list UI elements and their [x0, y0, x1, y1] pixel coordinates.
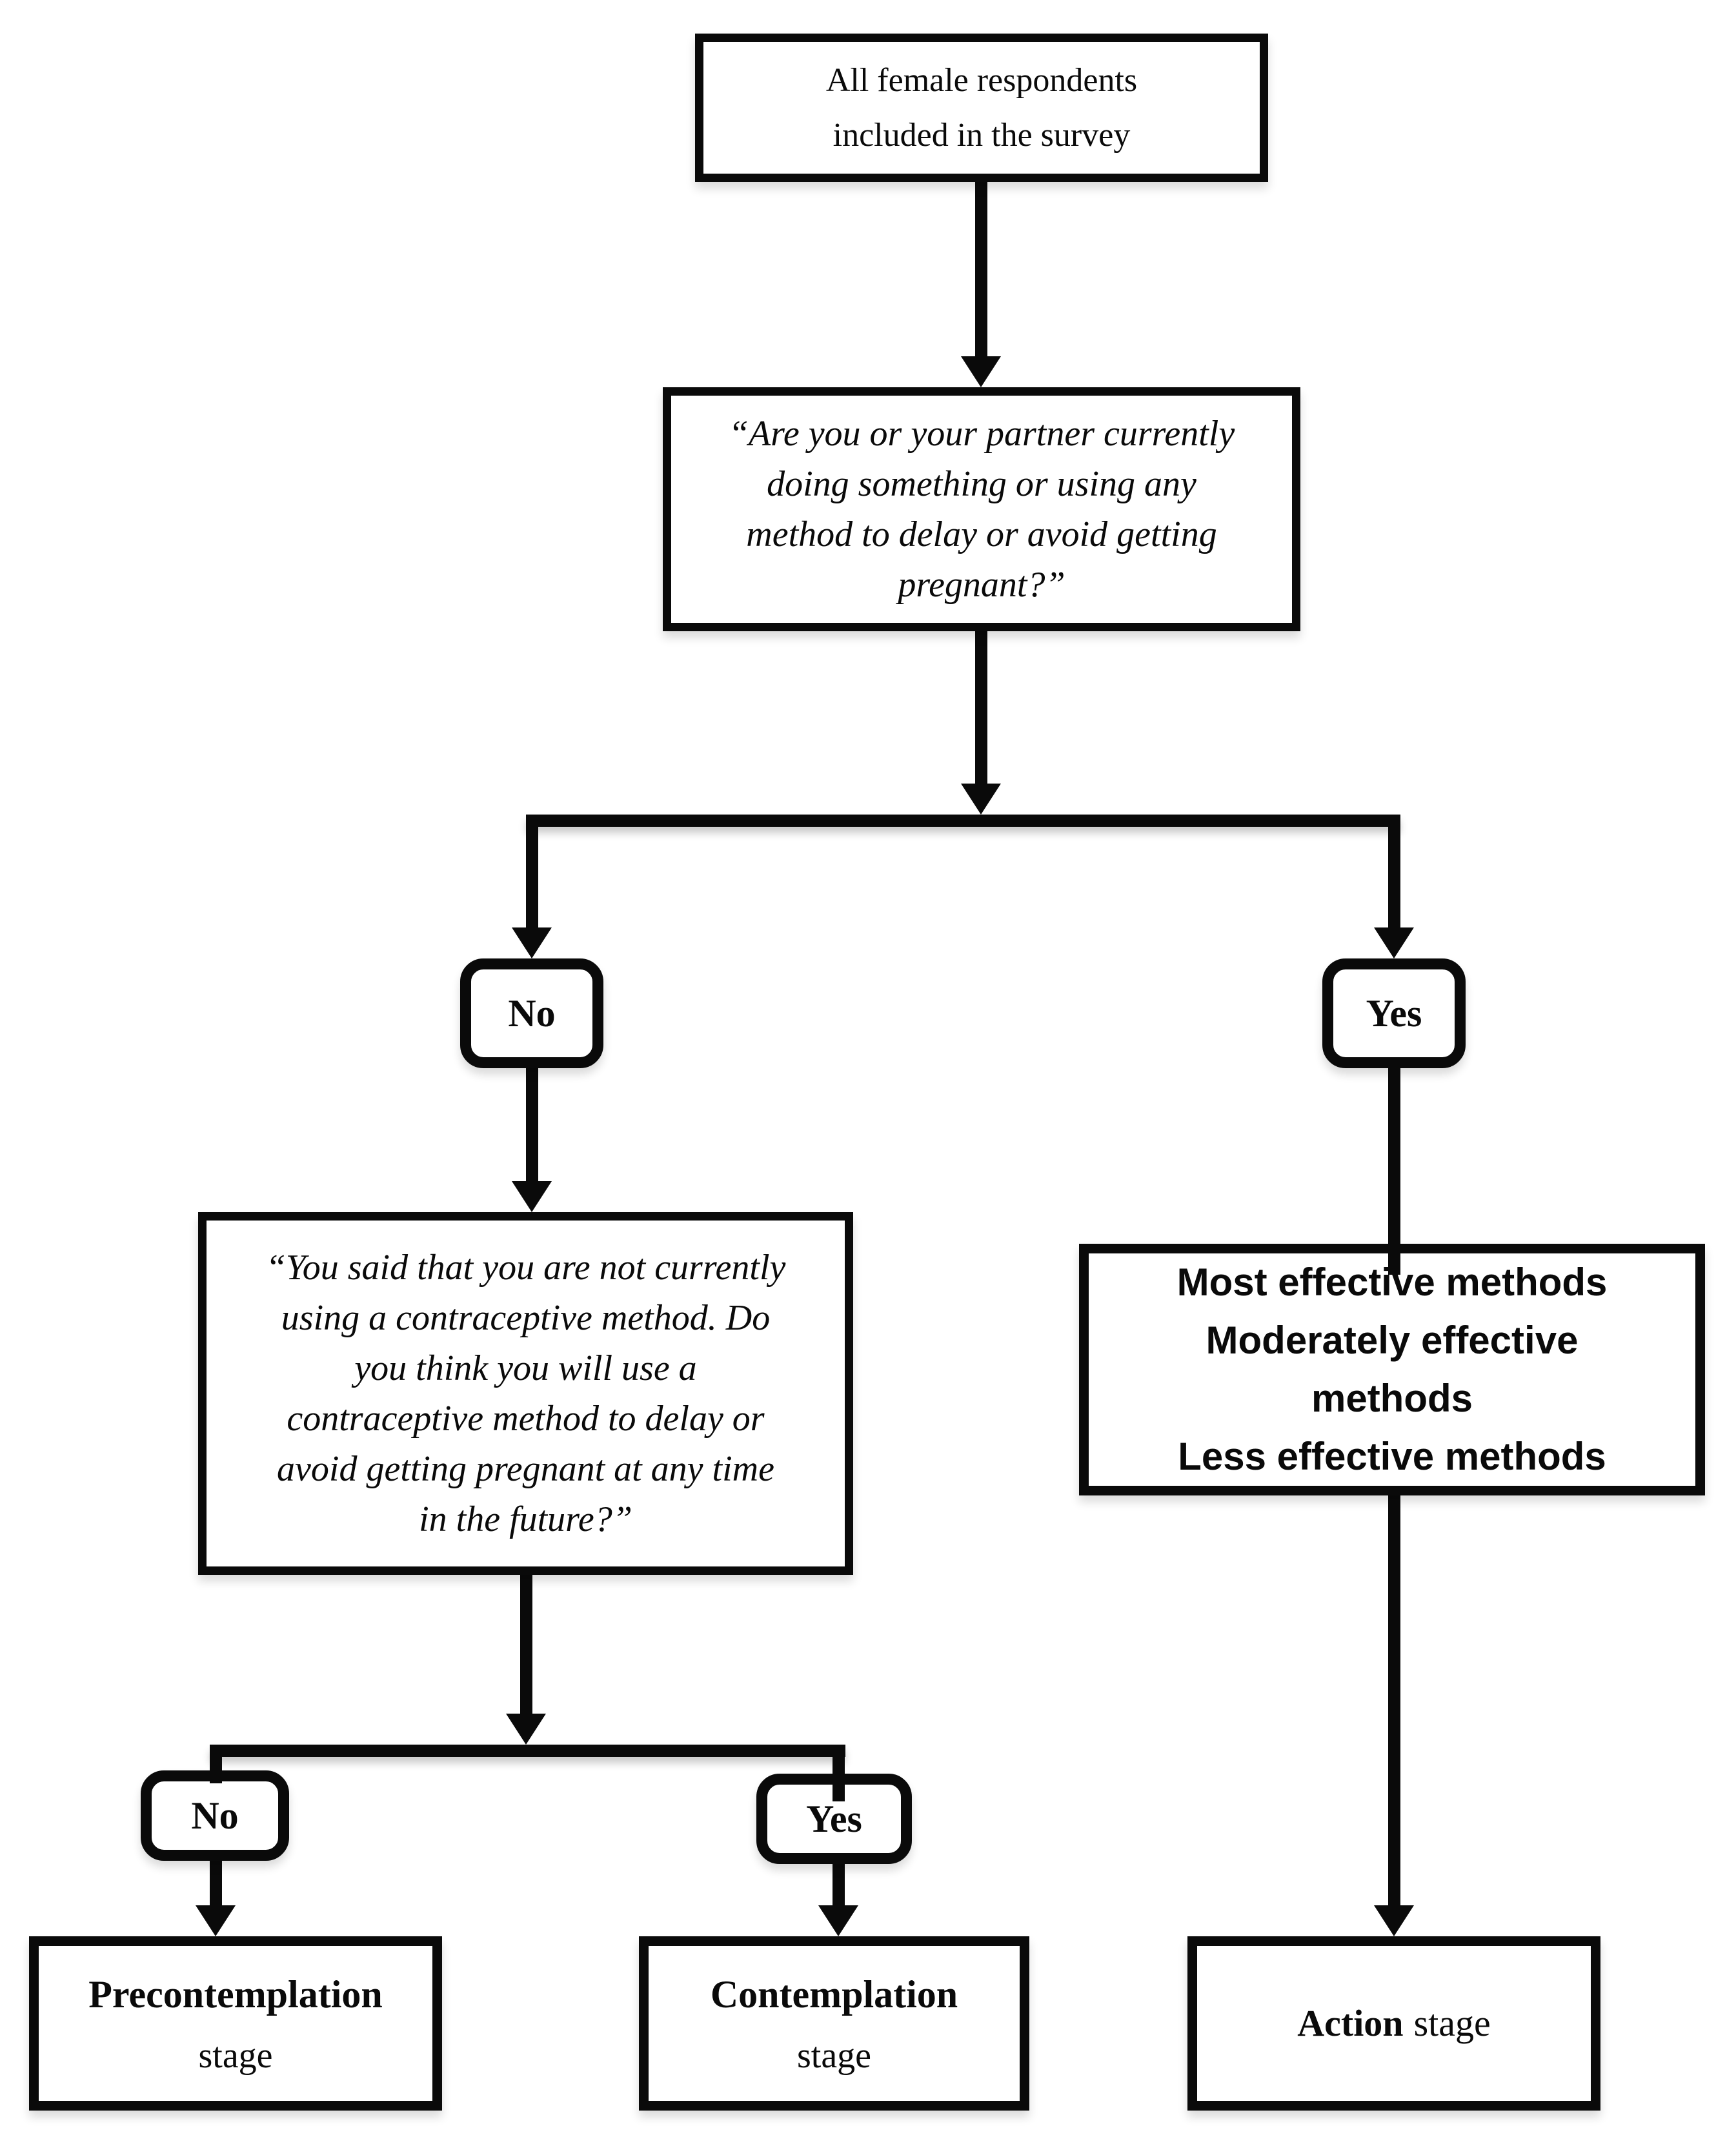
node-branch1-no: No [460, 958, 603, 1068]
precontemplation-suffix: stage [198, 2036, 273, 2076]
split1-rail [526, 815, 1400, 827]
node-branch1-yes: Yes [1322, 958, 1466, 1068]
node-precontemplation-stage: Precontemplation stage [29, 1936, 442, 2111]
question1-line4: pregnant?” [898, 565, 1065, 605]
precontemplation-name: Precontemplation [88, 1973, 383, 2016]
arrowhead-split1-yes [1374, 927, 1414, 958]
arrowhead-start-question1 [961, 356, 1001, 387]
node-start-line2: included in the survey [833, 117, 1131, 154]
methods-line2: Moderately effective [1206, 1319, 1579, 1362]
question2-line5: avoid getting pregnant at any time [277, 1449, 774, 1489]
arrowhead-methods-action [1374, 1905, 1414, 1936]
methods-line3: methods [1311, 1377, 1473, 1420]
branch2-yes-label: Yes [806, 1798, 862, 1840]
split1-right-drop [1388, 827, 1400, 929]
connector-question2-split [520, 1575, 532, 1715]
question2-line2: using a contraceptive method. Do [281, 1298, 771, 1338]
question2-line3: you think you will use a [354, 1348, 697, 1388]
node-start-line1: All female respondents [825, 62, 1138, 99]
connector-no-question2 [526, 1068, 538, 1182]
connector-yes-methods [1388, 1068, 1400, 1275]
contemplation-suffix: stage [796, 2036, 872, 2076]
arrowhead-no-question2 [512, 1181, 552, 1212]
question2-line1: “You said that you are not currently [265, 1248, 786, 1288]
node-branch2-yes: Yes [756, 1774, 912, 1864]
action-name: Action [1297, 2002, 1404, 2044]
split2-left-drop [210, 1745, 222, 1783]
question1-line3: method to delay or avoid getting [746, 514, 1217, 554]
arrowhead-question1-split [961, 784, 1001, 815]
branch1-no-label: No [508, 992, 556, 1035]
action-suffix: stage [1413, 2002, 1491, 2044]
question1-line1: “Are you or your partner currently [728, 414, 1235, 454]
node-question1: “Are you or your partner currently doing… [663, 387, 1300, 631]
node-branch2-no: No [141, 1770, 289, 1861]
node-question2: “You said that you are not currently usi… [198, 1212, 853, 1575]
split2-right-drop [833, 1745, 845, 1801]
connector-start-question1 [975, 182, 987, 358]
arrowhead-question2-split [506, 1714, 546, 1745]
arrowhead-no2-precontemplation [196, 1905, 236, 1936]
branch2-no-label: No [191, 1794, 239, 1837]
arrowhead-split1-no [512, 927, 552, 958]
connector-methods-action [1388, 1495, 1400, 1907]
node-start: All female respondents included in the s… [695, 34, 1268, 182]
question1-line2: doing something or using any [767, 464, 1196, 504]
question2-line6: in the future?” [419, 1499, 632, 1539]
connector-yes2-contemplation [833, 1864, 845, 1907]
arrowhead-yes2-contemplation [818, 1905, 858, 1936]
split2-rail [210, 1745, 845, 1757]
connector-no2-precontemplation [210, 1861, 222, 1907]
contemplation-name: Contemplation [710, 1973, 958, 2016]
methods-line4: Less effective methods [1178, 1435, 1606, 1478]
connector-question1-split [975, 631, 987, 785]
split1-left-drop [526, 827, 538, 929]
branch1-yes-label: Yes [1366, 992, 1422, 1035]
node-methods: Most effective methods Moderately effect… [1079, 1244, 1705, 1495]
node-contemplation-stage: Contemplation stage [639, 1936, 1029, 2111]
question2-line4: contraceptive method to delay or [287, 1399, 765, 1439]
